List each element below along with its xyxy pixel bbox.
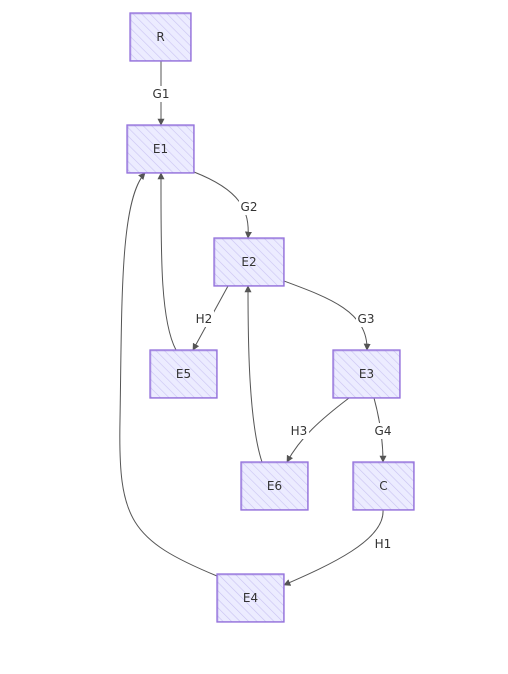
edge-label-h3: H3 (289, 423, 309, 439)
edge-label-g4: G4 (373, 423, 393, 439)
node-label: E3 (359, 367, 374, 381)
node-fill (217, 574, 284, 622)
node-label: R (156, 30, 164, 44)
node-r: R (129, 12, 192, 62)
node-border-sketch (353, 462, 414, 510)
node-fill (241, 462, 308, 510)
node-fill (214, 238, 284, 286)
edge-label-text: H2 (196, 312, 213, 326)
node-border-sketch (217, 574, 284, 622)
node-border-sketch (241, 462, 308, 510)
node-border-sketch (127, 125, 194, 173)
node-label: E4 (243, 591, 258, 605)
node-border (149, 349, 218, 399)
edge-e3-to-e6 (286, 397, 350, 463)
node-border (240, 461, 309, 511)
node-label: E6 (267, 479, 282, 493)
edge-label-text: H1 (375, 537, 392, 551)
edge-label-background (373, 423, 393, 439)
edge-label-g2: G2 (239, 199, 259, 215)
edge-label-g1: G1 (151, 86, 171, 102)
node-e5: E5 (149, 349, 218, 399)
node-border (332, 349, 401, 399)
node-e6: E6 (240, 461, 309, 511)
edge-label-g3: G3 (356, 311, 376, 327)
node-border (216, 573, 285, 623)
node-fill (127, 125, 194, 173)
edge-label-text: G3 (358, 312, 375, 326)
edge-label-text: G2 (241, 200, 258, 214)
node-fill (353, 462, 414, 510)
node-border-sketch (130, 13, 191, 61)
edge-label-background (239, 199, 259, 215)
node-border-sketch (333, 350, 400, 398)
edge-c-to-e4 (283, 509, 384, 586)
edge-label-text: G4 (375, 424, 392, 438)
edge-label-background (289, 423, 309, 439)
edge-label-text: H3 (291, 424, 308, 438)
edge-label-text: G1 (153, 87, 170, 101)
node-fill (333, 350, 400, 398)
node-fill (130, 13, 191, 61)
node-label: E5 (176, 367, 191, 381)
edge-label-background (194, 311, 214, 327)
node-label: E2 (241, 255, 256, 269)
edge-label-h2: H2 (194, 311, 214, 327)
node-e3: E3 (332, 349, 401, 399)
edge-label-background (151, 86, 171, 102)
node-label: E1 (153, 142, 168, 156)
node-e2: E2 (213, 237, 285, 287)
node-border-sketch (150, 350, 217, 398)
node-label: C (379, 479, 387, 493)
node-e4: E4 (216, 573, 285, 623)
node-e1: E1 (126, 124, 195, 174)
node-border-sketch (214, 238, 284, 286)
edge-e4-to-e1 (119, 172, 218, 577)
edge-label-background (356, 311, 376, 327)
edge-label-background (373, 536, 393, 552)
node-c: C (352, 461, 415, 511)
node-fill (150, 350, 217, 398)
node-border (213, 237, 285, 287)
node-border (129, 12, 192, 62)
edge-e2-to-e3 (283, 280, 371, 351)
edge-e5-to-e1 (157, 172, 177, 351)
node-border (126, 124, 195, 174)
edge-e6-to-e2 (244, 285, 263, 463)
edge-label-h1: H1 (373, 536, 393, 552)
node-border (352, 461, 415, 511)
